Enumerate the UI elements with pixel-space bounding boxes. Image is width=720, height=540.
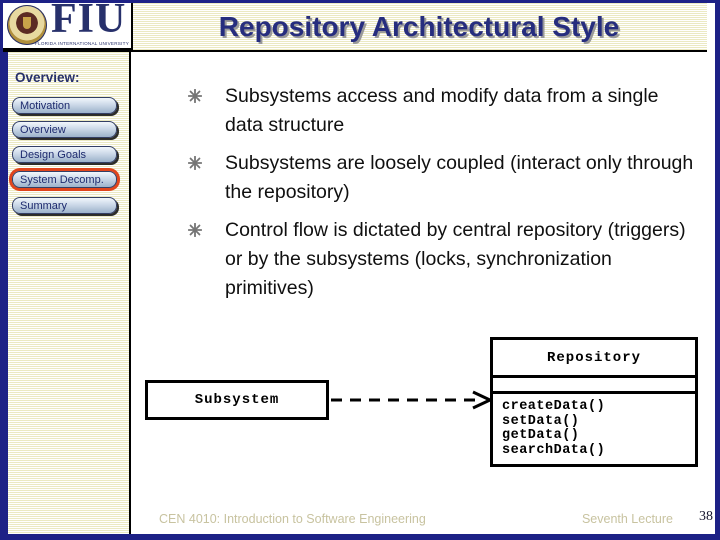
subsystem-label: Subsystem	[194, 392, 280, 408]
bullet-text: Control flow is dictated by central repo…	[225, 219, 686, 299]
list-item: Subsystems access and modify data from a…	[187, 82, 688, 140]
page-title: Repository Architectural Style	[218, 10, 620, 42]
bullet-text: Subsystems are loosely coupled (interact…	[225, 152, 694, 203]
fiu-university-name: FLORIDA INTERNATIONAL UNIVERSITY	[35, 41, 130, 46]
repository-class-title: Repository	[493, 340, 695, 378]
sidebar-accent-strip	[3, 52, 8, 534]
sidebar-heading: Overview:	[15, 70, 80, 85]
asterisk-bullet-icon	[187, 149, 225, 207]
list-item: Subsystems are loosely coupled (interact…	[187, 149, 693, 207]
sidebar-item-motivation[interactable]: Motivation	[12, 97, 117, 114]
sidebar-item-summary[interactable]: Summary	[12, 197, 117, 214]
repository-methods-compartment: createData() setData() getData() searchD…	[493, 394, 695, 458]
sidebar-item-label: Overview	[20, 123, 66, 136]
dashed-dependency-arrow	[331, 390, 493, 410]
list-item: Control flow is dictated by central repo…	[187, 216, 688, 303]
footer-lecture-label: Seventh Lecture	[581, 512, 673, 526]
bullet-list: Subsystems access and modify data from a…	[187, 82, 693, 303]
footer-course-title: CEN 4010: Introduction to Software Engin…	[159, 512, 426, 526]
repository-method: setData()	[502, 413, 580, 429]
sidebar: Overview: Motivation Overview Design Goa…	[3, 52, 131, 534]
repository-method: createData()	[502, 399, 606, 414]
repository-method: getData()	[502, 428, 580, 443]
fiu-seal-icon	[7, 5, 47, 45]
page-number: 38	[699, 509, 713, 524]
fiu-acronym: FIU	[51, 0, 127, 42]
sidebar-item-system-decomp[interactable]: System Decomp.	[12, 171, 117, 188]
sidebar-item-overview[interactable]: Overview	[12, 121, 117, 138]
subsystem-class-box: Subsystem	[145, 380, 329, 420]
asterisk-bullet-icon	[187, 82, 225, 140]
sidebar-item-label: Motivation	[20, 99, 71, 112]
repository-attributes-compartment	[493, 378, 695, 394]
sidebar-item-design-goals[interactable]: Design Goals	[12, 146, 117, 163]
repository-class-box: Repository createData() setData() getDat…	[490, 337, 698, 467]
asterisk-bullet-icon	[187, 216, 225, 303]
fiu-logo: FIU FLORIDA INTERNATIONAL UNIVERSITY	[3, 3, 133, 50]
bullet-text: Subsystems access and modify data from a…	[225, 85, 659, 136]
repository-method: searchData()	[502, 442, 606, 458]
sidebar-item-label: System Decomp.	[20, 173, 104, 186]
sidebar-item-label: Design Goals	[20, 148, 87, 161]
sidebar-item-label: Summary	[20, 199, 68, 212]
